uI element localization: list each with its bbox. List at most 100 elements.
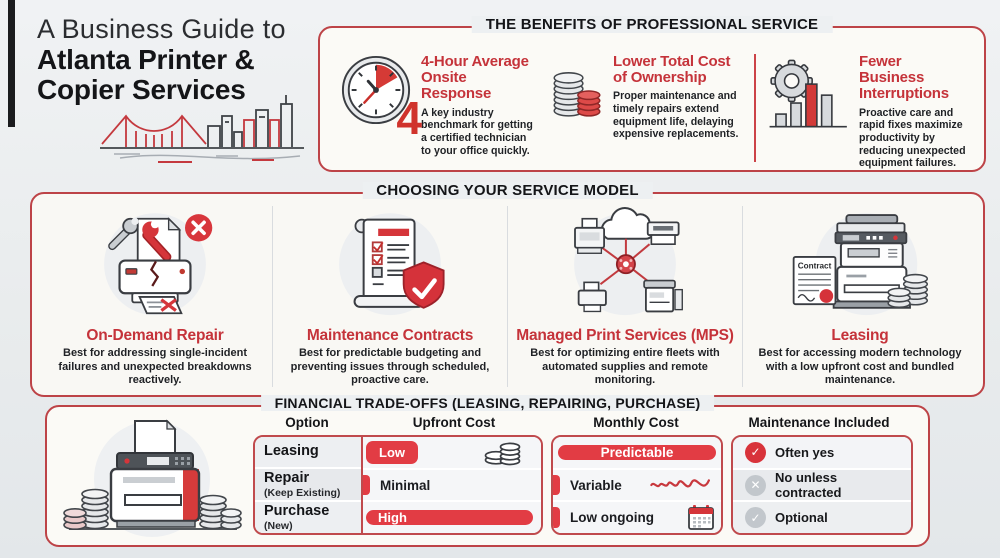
benefit-title: Fewer Business Interruptions [859,53,949,103]
service-models-row: On-Demand Repair Best for addressing sin… [32,194,983,395]
title-line-3: Copier Services [37,74,246,106]
monthly-leasing-cell: Predictable [553,437,721,470]
option-subtext: (Keep Existing) [264,486,341,499]
upfront-leasing-cell: Low [363,437,541,470]
red-check-circle-icon: ✓ [745,441,766,463]
benefit-description: Proper maintenance and timely repairs ex… [613,90,739,141]
accent-dashes [114,153,274,163]
copier-bottom-right [643,279,683,313]
model-title: Leasing [831,327,889,344]
big-number-4: 4 [396,92,422,144]
monthly-repair-cell: Variable [553,469,721,503]
model-title: On-Demand Repair [86,327,224,344]
benefits-row: 4 4-Hour Average Onsite Response A key i… [320,28,984,170]
benefits-title: THE BENEFITS OF PROFESSIONAL SERVICE [471,16,833,33]
maintenance-value: Optional [775,510,828,526]
printer-left [574,217,606,254]
model-icon-wrap [80,206,230,326]
model-description: Best for addressing single-incident fail… [58,347,252,387]
model-managed-print-services: Managed Print Services (MPS) Best for op… [507,206,742,387]
column-header-upfront-cost: Upfront Cost [412,415,496,430]
low-cost-pill: Low [366,440,418,464]
model-description: Best for accessing modern technology wit… [758,347,962,387]
financial-title: FINANCIAL TRADE-OFFS (LEASING, REPAIRING… [260,395,715,411]
printer-right [646,221,680,245]
upfront-repair-cell: Minimal [363,469,541,503]
maintenance-value: Often yes [775,444,835,460]
gear-bar-chart-icon [769,59,847,128]
table-body: Leasing Repair (Keep Existing) Purchase … [253,435,913,535]
monthly-cost-group: Predictable Variable Low ongoing [551,435,723,535]
cloud-print-network-icon [574,207,683,316]
benefit-title: Lower Total Cost of Ownership [613,53,731,87]
bridge-lines [101,114,207,148]
title-line-2: Atlanta Printer & [37,43,255,75]
column-header-monthly-cost: Monthly Cost [593,415,679,430]
upfront-purchase-cell: High [363,502,541,533]
maintenance-value: No unless contracted [775,470,842,500]
monthly-purchase-cell: Low ongoing [553,502,721,533]
model-icon-wrap: Contract [775,206,945,326]
option-subtext: (New) [264,519,293,532]
column-header-maintenance-included: Maintenance Included [748,415,890,430]
red-buildings [243,119,280,149]
minimal-cost-marker [363,474,370,496]
model-leasing: Contract [742,206,977,387]
financial-table: Option Upfront Cost Monthly Cost Mainten… [253,415,913,535]
column-header-option: Option [285,415,329,430]
road-line [119,154,301,160]
contract-checklist-shield-icon [339,213,445,316]
model-maintenance-contracts: Maintenance Contracts Best for predictab… [272,206,507,387]
option-name: Purchase [264,503,330,519]
maintenance-group: ✓ Often yes ✕ No unless contracted ✓ Opt… [731,435,913,535]
option-name: Leasing [264,442,319,459]
table-row-option-repair: Repair (Keep Existing) [255,469,361,502]
contract-document: Contract [792,256,837,306]
masthead: A Business Guide to Atlanta Printer & Co… [37,14,286,106]
model-title: Managed Print Services (MPS) [516,327,734,344]
monthly-value: Variable [570,477,622,493]
service-models-panel: CHOOSING YOUR SERVICE MODEL [30,182,985,397]
benefit-text: Lower Total Cost of Ownership Proper mai… [613,53,748,141]
coins-icon [484,442,521,466]
model-title: Maintenance Contracts [306,327,474,344]
clock-icon [341,55,411,125]
atlanta-skyline-illustration [100,95,304,163]
model-icon-wrap [315,206,465,326]
left-accent-bar [8,0,15,127]
option-name: Repair [264,470,310,486]
monthly-value: Low ongoing [570,510,654,526]
benefit-lower-cost: Lower Total Cost of Ownership Proper mai… [544,53,754,162]
gray-x-circle-icon: ✕ [745,474,766,496]
maintenance-leasing-cell: ✓ Often yes [733,437,911,470]
model-description: Best for optimizing entire fleets with a… [530,347,720,387]
upfront-cost-column: Low Minimal [363,437,541,533]
calendar-icon [688,504,714,530]
predictable-pill: Predictable [558,444,716,460]
benefits-panel: THE BENEFITS OF PROFESSIONAL SERVICE [318,16,986,172]
printer-bottom-left [577,281,607,313]
printer-repair-icon [104,213,213,316]
benefit-title: 4-Hour Average Onsite Response [421,53,529,103]
copier-contract-coins-icon: Contract [792,213,929,316]
table-row-option-purchase: Purchase (New) [255,502,361,533]
financial-panel: FINANCIAL TRADE-OFFS (LEASING, REPAIRING… [45,395,930,547]
table-header-row: Option Upfront Cost Monthly Cost Mainten… [253,415,913,430]
benefit-icon-wrap [768,54,850,135]
benefit-fewer-interruptions: Fewer Business Interruptions Proactive c… [754,53,972,169]
benefit-text: Fewer Business Interruptions Proactive c… [859,53,966,170]
service-models-title: CHOOSING YOUR SERVICE MODEL [362,182,653,199]
variable-wave-icon [650,479,711,488]
model-description: Best for predictable budgeting and preve… [290,347,490,387]
benefit-text: 4-Hour Average Onsite Response A key ind… [421,53,538,157]
benefit-description: A key industry benchmark for getting a c… [421,106,533,157]
benefit-description: Proactive care and rapid fixes maximize … [859,106,966,170]
benefit-onsite-response: 4 4-Hour Average Onsite Response A key i… [334,53,544,162]
option-upfront-group: Leasing Repair (Keep Existing) Purchase … [253,435,543,535]
coin-stacks [887,273,929,309]
variable-cost-marker [553,474,560,496]
low-ongoing-marker [553,507,560,529]
upfront-value: Minimal [380,477,431,493]
table-row-option-leasing: Leasing [255,437,361,469]
model-icon-wrap [550,206,700,326]
